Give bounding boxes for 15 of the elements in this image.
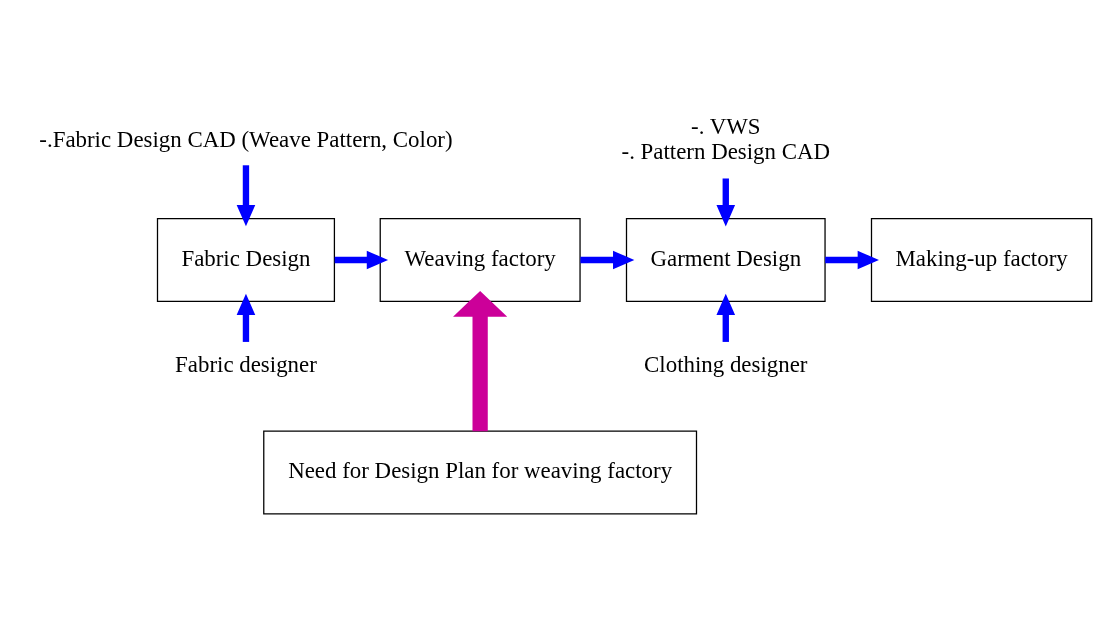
- arrow: [825, 250, 879, 270]
- arrow: [334, 250, 389, 270]
- arrow: [716, 178, 736, 227]
- node-text: -.Fabric Design CAD (Weave Pattern, Color): [39, 126, 453, 152]
- node-box: Garment Design: [625, 218, 826, 302]
- arrow: [236, 165, 256, 227]
- node-text: Fabric designer: [175, 351, 317, 377]
- node-text: Clothing designer: [644, 351, 808, 377]
- arrow: [453, 290, 508, 432]
- node-box: Making-up factory: [870, 218, 1093, 302]
- node-box: Need for Design Plan for weaving factory: [263, 430, 698, 515]
- node-text: -. VWS -. Pattern Design CAD: [621, 113, 831, 165]
- node-box: Weaving factory: [379, 218, 581, 302]
- node-box: Fabric Design: [156, 218, 336, 302]
- arrow: [580, 250, 635, 270]
